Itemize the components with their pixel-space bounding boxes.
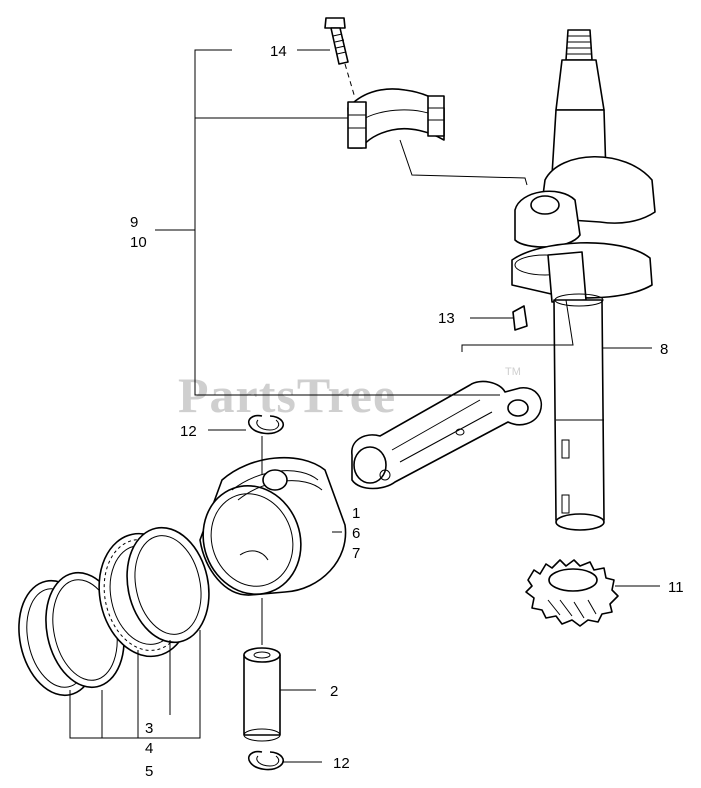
crankshaft-gear-part[interactable] [525, 559, 619, 627]
callout-4: 4 [145, 740, 153, 757]
leader-lines [69, 49, 660, 763]
piston-ring-set-part[interactable] [9, 520, 219, 703]
callout-13: 13 [438, 310, 455, 327]
callout-2: 2 [330, 683, 338, 700]
piston-pin-retainer-bottom-part[interactable] [247, 750, 285, 771]
callout-1: 1 [352, 505, 360, 522]
callout-12-bottom: 12 [333, 755, 350, 772]
callout-12-top: 12 [180, 423, 197, 440]
connecting-rod-bolt-part[interactable] [324, 17, 356, 99]
callout-10: 10 [130, 234, 147, 251]
piston-part[interactable] [188, 456, 347, 608]
callout-14: 14 [270, 43, 287, 60]
connecting-rod-cap-part[interactable] [347, 88, 445, 149]
callout-5: 5 [145, 763, 153, 780]
callout-6: 6 [352, 525, 360, 542]
watermark-trademark: TM [505, 366, 521, 378]
crankshaft-part[interactable] [511, 29, 656, 531]
connecting-rod-part[interactable] [351, 380, 542, 490]
callout-11: 11 [668, 579, 684, 596]
piston-pin-retainer-top-part[interactable] [247, 414, 285, 435]
callout-3: 3 [145, 720, 153, 737]
crankshaft-key-part[interactable] [512, 305, 528, 331]
callout-7: 7 [352, 545, 360, 562]
piston-pin-part[interactable] [243, 647, 281, 742]
callout-9: 9 [130, 214, 138, 231]
callout-8: 8 [660, 341, 668, 358]
